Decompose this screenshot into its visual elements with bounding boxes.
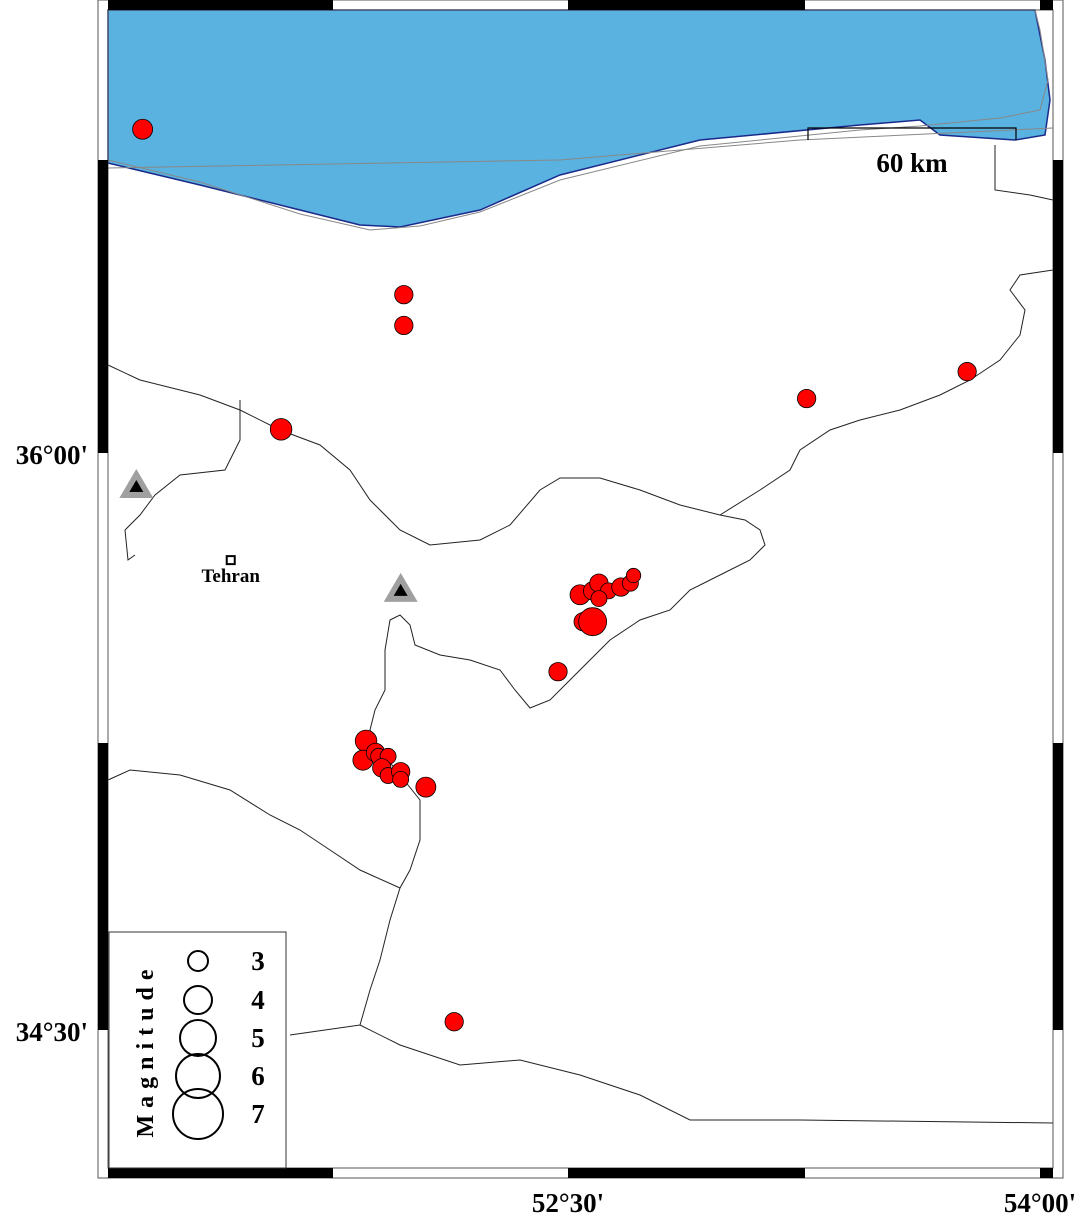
- province-boundary: [994, 145, 1054, 201]
- lat-tick-label: 36°00': [16, 440, 88, 470]
- earthquake-event: [394, 285, 414, 305]
- province-boundary: [107, 364, 766, 1026]
- earthquake-event: [392, 771, 410, 788]
- city-label: Tehran: [202, 566, 261, 587]
- earthquake-event: [548, 662, 568, 682]
- legend-label: 6: [251, 1061, 265, 1091]
- legend-circle: [175, 1053, 221, 1099]
- city-marker-icon: [225, 555, 236, 566]
- lat-tick-label: 34°30': [16, 1017, 88, 1047]
- earthquake-event: [957, 362, 977, 382]
- lon-tick-label: 54°00': [1004, 1188, 1076, 1217]
- lon-tick-label: 52°30': [532, 1188, 604, 1217]
- earthquake-event: [394, 315, 414, 336]
- legend-circle: [183, 985, 213, 1015]
- legend-circle: [172, 1088, 224, 1140]
- caspian-sea: [107, 9, 1051, 228]
- earthquake-event: [444, 1012, 464, 1032]
- legend-label: 4: [251, 985, 265, 1015]
- coastline: [107, 127, 1054, 169]
- volcano-triangle-icon: [119, 469, 154, 499]
- map-frame: [97, 0, 1064, 1179]
- earthquake-event: [590, 590, 608, 607]
- legend-title: Magnitude: [133, 962, 159, 1137]
- scale-bar: [807, 127, 1017, 140]
- earthquake-event: [415, 776, 437, 798]
- earthquake-event: [625, 567, 642, 584]
- province-boundary: [289, 1024, 1054, 1124]
- earthquake-event: [132, 118, 154, 140]
- legend-circle: [187, 950, 209, 972]
- volcanoes-layer: [119, 469, 418, 602]
- scale-bar-label: 60 km: [876, 148, 948, 178]
- province-boundary: [107, 769, 401, 889]
- province-boundary: [124, 400, 241, 561]
- legend-circle: [179, 1019, 217, 1057]
- legend-label: 3: [251, 946, 265, 976]
- coastline: [107, 9, 1049, 231]
- earthquake-event: [797, 388, 817, 409]
- volcano-triangle-icon: [383, 572, 418, 602]
- province-boundary: [719, 269, 1054, 516]
- legend-label: 7: [251, 1099, 265, 1129]
- magnitude-legend: Magnitude 3 4 5 6 7: [108, 931, 287, 1169]
- earthquake-event: [578, 607, 608, 637]
- events-layer: [132, 118, 977, 1032]
- earthquake-event: [269, 418, 293, 441]
- legend-label: 5: [251, 1023, 265, 1053]
